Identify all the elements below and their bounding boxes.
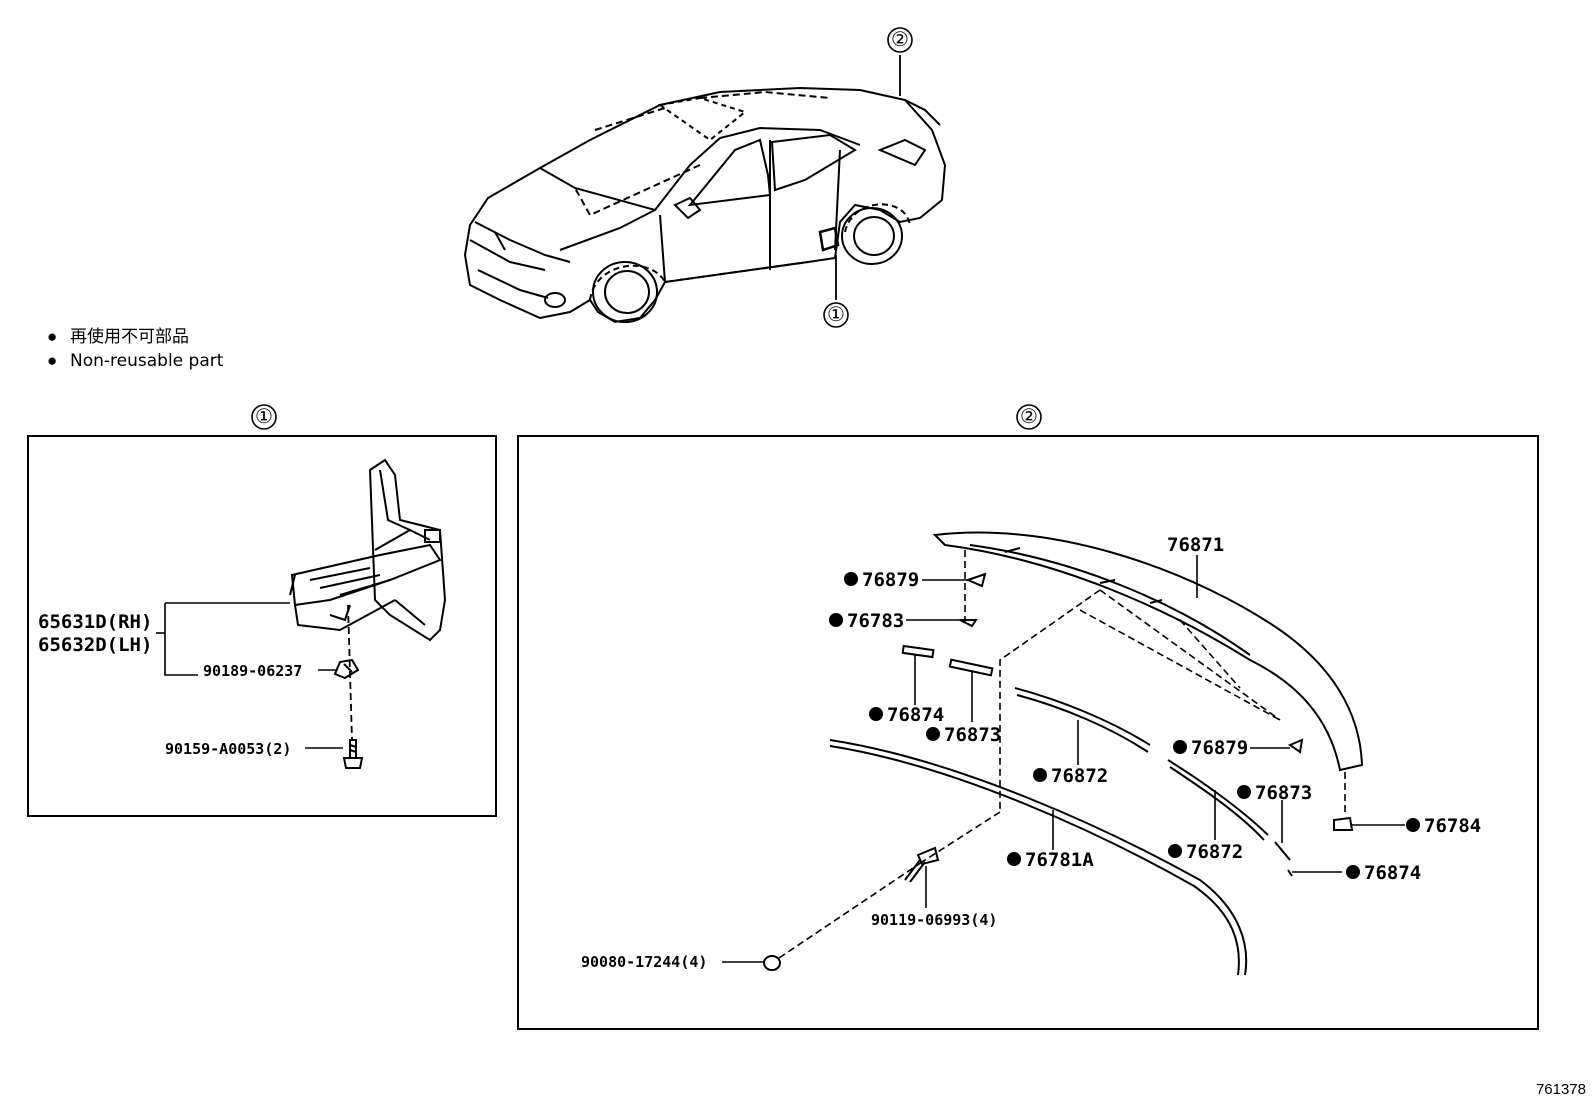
diagram-id: 761378 [1536, 1081, 1586, 1098]
legend: ● 再使用不可部品 ● Non-reusable part [47, 326, 224, 371]
legend-text-ja: 再使用不可部品 [70, 326, 189, 347]
panel-2-frame [517, 435, 1539, 1030]
part-76879-top: 76879 [862, 569, 919, 591]
clip-drawing [333, 658, 360, 680]
legend-bullet-ja: ● [47, 327, 57, 346]
screw-drawing [342, 739, 364, 769]
seal-drawing [829, 739, 1248, 976]
part-76873-right: 76873 [1255, 782, 1312, 804]
panel-2-small-parts [763, 572, 1354, 971]
panel-2-leaders [722, 555, 1405, 963]
part-76872-right: 76872 [1186, 841, 1243, 863]
part-76873-left: 76873 [944, 724, 1001, 746]
non-reusable-dots [829, 572, 1420, 879]
panel-2-marker: ② [1020, 406, 1038, 428]
part-76879-right: 76879 [1191, 737, 1248, 759]
car-callout-leaders [835, 55, 901, 300]
car-callout-2: ② [891, 29, 909, 51]
panel-1-marker: ① [255, 406, 273, 428]
spoiler-drawing [932, 531, 1364, 772]
car-callout-markers [823, 27, 913, 328]
mudguard-drawing [289, 458, 447, 642]
panel-2: ② [517, 404, 1539, 1030]
car-callout-1: ① [827, 304, 845, 326]
car-illustration [463, 86, 947, 324]
part-90159-A0053: 90159-A0053(2) [165, 740, 291, 758]
part-76781A: 76781A [1025, 849, 1094, 871]
part-65632D: 65632D(LH) [38, 634, 152, 656]
legend-text-en: Non-reusable part [70, 351, 224, 371]
spoiler-hidden-lines [775, 550, 1346, 961]
part-76871: 76871 [1167, 534, 1224, 556]
part-90080-17244: 90080-17244(4) [581, 953, 707, 971]
part-76874-left: 76874 [887, 704, 944, 726]
part-76872-left: 76872 [1051, 765, 1108, 787]
panel-1: ① [27, 404, 497, 817]
part-76874-right: 76874 [1364, 862, 1421, 884]
part-65631D: 65631D(RH) [38, 611, 152, 633]
part-90119-06993: 90119-06993(4) [871, 911, 997, 929]
panel-1-leaders [156, 602, 343, 749]
legend-bullet-en: ● [47, 351, 57, 370]
part-76783: 76783 [847, 610, 904, 632]
part-76784: 76784 [1424, 815, 1481, 837]
panel-1-frame [27, 435, 497, 817]
part-90189-06237: 90189-06237 [203, 662, 302, 680]
